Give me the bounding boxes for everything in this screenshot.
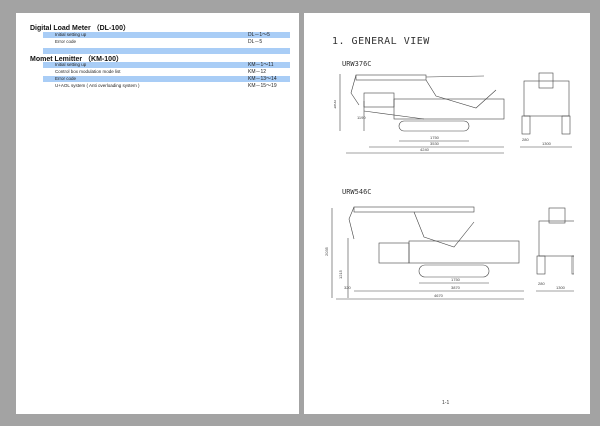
crane-drawing-urw546c: 2035 1215 1750 320 3870 4670 280 1300 [324,206,574,300]
model-label: URW546C [342,188,372,196]
dim-width: 1300 [556,285,566,290]
right-page: 1. GENERAL VIEW URW376C URW546C 1800 119… [304,13,590,414]
page-heading: 1. GENERAL VIEW [332,36,430,47]
dim-offset: 320 [344,285,351,290]
left-page: Digital Load Meter （DL-100） Initial sett… [16,13,299,414]
dim-total: 4240 [420,147,430,152]
model-label: URW376C [342,60,372,68]
toc-row[interactable]: U+AOL system ( Anti overloading system )… [55,83,277,89]
page-number: 1-1 [442,400,450,406]
dim-sub-height: 1215 [338,269,343,279]
dim-sub-height: 1190 [357,115,366,120]
crane-drawing-urw376c: 1800 1190 1750 3530 4240 280 1300 [334,72,572,154]
dim-side: 280 [522,137,529,142]
section-title-dl100: Digital Load Meter （DL-100） [30,25,130,32]
dim-mid: 3530 [430,141,440,146]
dim-total: 4670 [434,293,444,298]
toc-row-blank [43,48,290,54]
dim-width: 1300 [542,141,552,146]
dim-height: 1800 [334,99,337,109]
dim-mid: 3870 [451,285,461,290]
dim-track: 1750 [430,135,440,140]
dim-side: 280 [538,281,545,286]
dim-height: 2035 [324,246,329,256]
dim-track: 1750 [451,277,461,282]
section-title-km100: Momet Lemitter （KM-100） [30,56,123,63]
